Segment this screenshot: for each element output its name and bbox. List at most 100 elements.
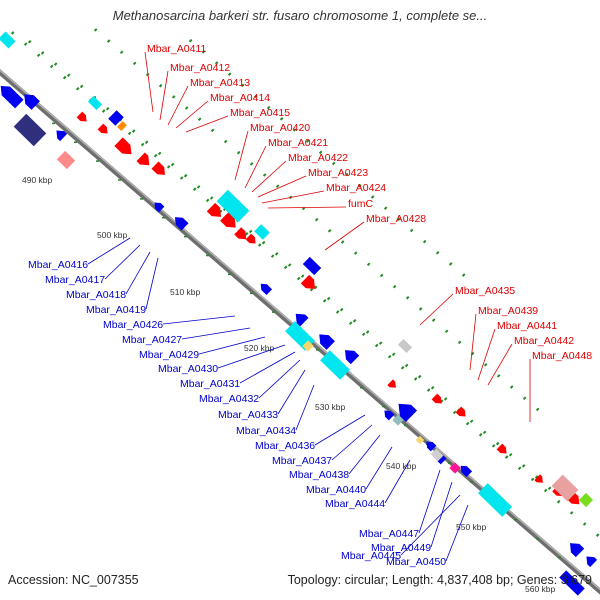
forward-gene-label: Mbar_A0439 <box>478 305 538 317</box>
gc-dot <box>105 106 110 111</box>
gc-dot <box>171 95 176 99</box>
gc-dot <box>283 265 288 270</box>
label-leader-line <box>239 351 296 384</box>
scale-tick <box>316 349 319 351</box>
gc-dot <box>517 466 522 470</box>
forward-gene-label: Mbar_A0423 <box>308 167 368 179</box>
label-leader-line <box>400 494 461 556</box>
scale-tick <box>162 216 165 219</box>
feature-block-shape <box>449 462 461 474</box>
topology-text: Topology: circular; Length: 4,837,408 bp… <box>287 573 592 587</box>
reverse-gene-label: Mbar_A0437 <box>272 455 332 467</box>
gc-dot <box>79 84 84 89</box>
gc-dot <box>469 419 474 424</box>
label-leader-line <box>104 244 141 280</box>
label-leader-line <box>365 446 393 490</box>
reverse-gene-arrow-shape <box>398 403 418 423</box>
label-leader-line <box>277 369 306 415</box>
feature-block-shape <box>415 435 425 445</box>
forward-gene-arrow-shape <box>534 474 543 483</box>
gc-dot <box>296 276 301 281</box>
scale-label: 550 kbp <box>456 522 487 532</box>
gc-dot <box>27 40 32 44</box>
label-leader-line <box>258 359 301 399</box>
label-leader-line <box>251 160 287 193</box>
forward-gene-label: Mbar_A0428 <box>366 213 426 225</box>
feature-block-shape <box>392 414 404 426</box>
feature-block-shape <box>117 121 127 131</box>
gc-dot <box>504 455 509 459</box>
gc-dot <box>253 94 258 99</box>
forward-gene-arrow <box>206 202 222 217</box>
feature-block-shape <box>320 350 350 380</box>
forward-gene-arrow-shape <box>387 379 396 388</box>
reverse-gene-arrow-shape <box>344 350 360 365</box>
gc-dot <box>405 295 410 300</box>
accession-text: Accession: NC_007355 <box>8 573 139 587</box>
scale-tick <box>514 519 517 521</box>
scale-tick <box>382 405 385 408</box>
gc-dot <box>201 50 206 54</box>
gc-dot <box>353 251 358 255</box>
gc-dot <box>378 341 383 345</box>
label-leader-line <box>487 343 513 386</box>
gc-dot <box>522 396 527 400</box>
gc-dot <box>508 452 513 457</box>
feature-block <box>320 350 350 380</box>
reverse-gene-label: Mbar_A0438 <box>289 469 349 481</box>
gc-dot <box>261 240 266 245</box>
gc-dot <box>496 374 501 378</box>
gc-dot <box>227 72 232 76</box>
label-leader-line <box>144 51 154 113</box>
gc-dot <box>326 296 331 301</box>
reverse-gene-arrow-shape <box>319 334 335 350</box>
reverse-gene-label: Mbar_A0436 <box>255 440 315 452</box>
gc-dot <box>374 343 379 348</box>
gc-dot <box>370 195 375 199</box>
gc-dot <box>543 488 548 493</box>
reverse-gene-arrow <box>0 85 24 109</box>
forward-gene-arrow-shape <box>431 393 442 404</box>
gc-dot <box>482 430 487 435</box>
forward-gene-label: Mbar_A0412 <box>170 62 230 74</box>
label-leader-line <box>348 434 381 475</box>
gc-dot <box>287 263 292 267</box>
gc-dot <box>66 73 71 78</box>
forward-gene-arrow <box>234 227 247 240</box>
scale-label: 560 kbp <box>525 584 556 594</box>
reverse-gene-label: Mbar_A0447 <box>359 528 419 540</box>
forward-gene-arrow-shape <box>567 492 580 505</box>
reverse-gene-arrow-shape <box>586 556 598 568</box>
feature-block <box>87 95 103 111</box>
gene-features <box>0 31 598 596</box>
forward-gene-arrow <box>136 152 150 166</box>
reverse-gene-label: Mbar_A0449 <box>371 542 431 554</box>
reverse-gene-label: Mbar_A0431 <box>180 378 240 390</box>
gc-dot <box>391 352 396 357</box>
gc-dot <box>400 365 405 370</box>
scale-tick <box>140 198 143 200</box>
label-leader-line <box>295 384 315 431</box>
gc-dot <box>53 62 58 66</box>
reverse-gene-label: Mbar_A0426 <box>103 319 163 331</box>
reverse-gene-arrow-shape <box>24 94 40 110</box>
label-leader-line <box>419 293 454 326</box>
forward-gene-arrow-shape <box>206 202 222 217</box>
reverse-gene-label: Mbar_A0418 <box>66 289 126 301</box>
gc-dot <box>236 150 241 155</box>
forward-gene-arrow <box>76 111 87 122</box>
reverse-gene-arrow <box>24 94 40 110</box>
forward-gene-labels: Mbar_A0411Mbar_A0412Mbar_A0413Mbar_A0414… <box>144 43 592 422</box>
forward-gene-arrow <box>97 123 108 134</box>
label-leader-line <box>384 459 411 504</box>
gc-dot <box>140 142 145 147</box>
gc-dot <box>431 318 436 322</box>
reverse-gene-label: Mbar_A0427 <box>122 334 182 346</box>
scale-tick <box>228 273 231 276</box>
reverse-gene-arrow <box>586 556 598 568</box>
forward-gene-arrow-shape <box>496 443 507 454</box>
gc-dot <box>495 441 500 446</box>
gc-dot <box>422 239 427 244</box>
